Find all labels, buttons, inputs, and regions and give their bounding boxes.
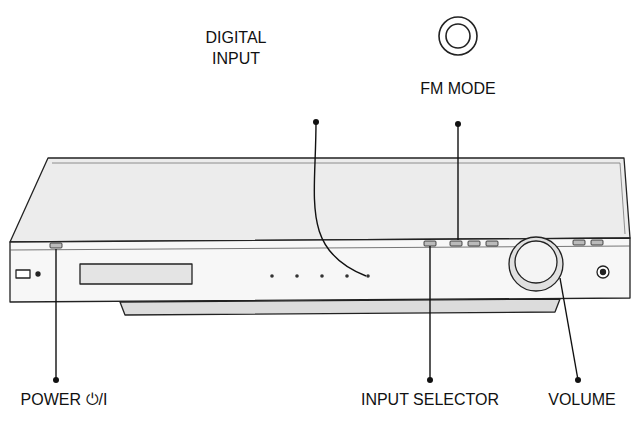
callout-label: POWER ⏻/I	[4, 390, 124, 411]
callout-label: VOLUME	[537, 390, 627, 411]
callout-label: DIGITAL INPUT	[191, 28, 281, 70]
callout-label: INPUT SELECTOR	[350, 390, 510, 411]
callout-label: FM MODE	[398, 79, 518, 100]
